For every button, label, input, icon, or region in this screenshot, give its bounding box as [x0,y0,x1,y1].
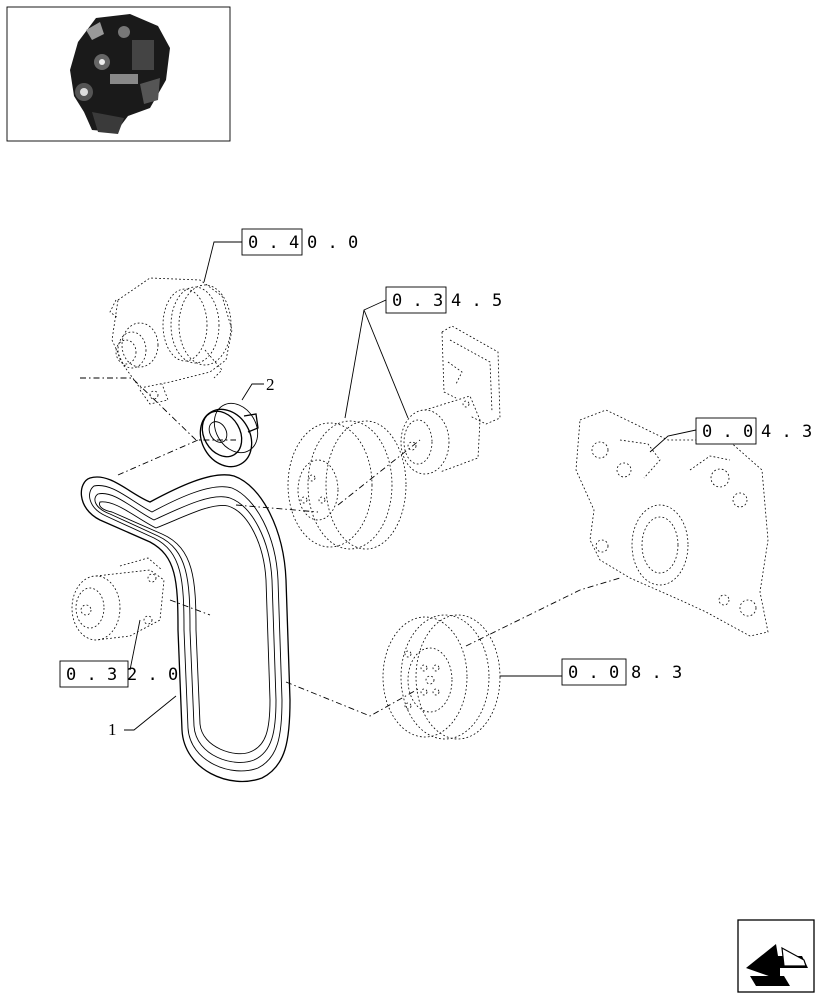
callout-box [695,417,757,445]
callout-prefix: 0 . 4 [248,233,299,253]
callout-suffix: 8 . 3 [631,663,682,683]
poly-v-belt [80,474,291,783]
callout-box [561,658,627,686]
callout-suffix: 4 . 5 [451,291,502,311]
next-page-arrow-icon [746,944,808,986]
next-page-button[interactable] [737,919,815,993]
water-pump [400,325,501,475]
crankshaft-pulley [382,614,501,740]
callout-box [241,228,303,256]
alternator [109,277,233,405]
callout-fan-support[interactable]: 0 . 3 2 . 0 [59,660,178,688]
callout-prefix: 0 . 0 [702,422,753,442]
water-pump-pulley [287,420,407,550]
callout-timing-cover[interactable]: 0 . 0 4 . 3 [695,417,812,445]
fan-support [71,557,165,641]
callout-prefix: 0 . 3 [392,291,443,311]
callout-alternator[interactable]: 0 . 4 0 . 0 [241,228,358,256]
callout-suffix: 4 . 3 [761,422,812,442]
leader-lines [124,241,697,731]
callout-box [385,286,447,314]
callout-prefix: 0 . 3 [66,665,117,685]
callout-water-pump[interactable]: 0 . 3 4 . 5 [385,286,502,314]
tensioner-pulley [199,402,259,468]
callout-box [59,660,129,688]
callout-suffix: 2 . 0 [127,665,178,685]
engine-thumbnail-icon [70,14,170,134]
callout-prefix: 0 . 0 [568,663,619,683]
item-number-1: 1 [108,720,117,739]
callout-crankshaft-pulley[interactable]: 0 . 0 8 . 3 [561,658,682,686]
item-number-2: 2 [266,375,275,394]
alignment-lines [80,377,621,717]
callout-suffix: 0 . 0 [307,233,358,253]
engine-thumbnail [6,6,231,142]
